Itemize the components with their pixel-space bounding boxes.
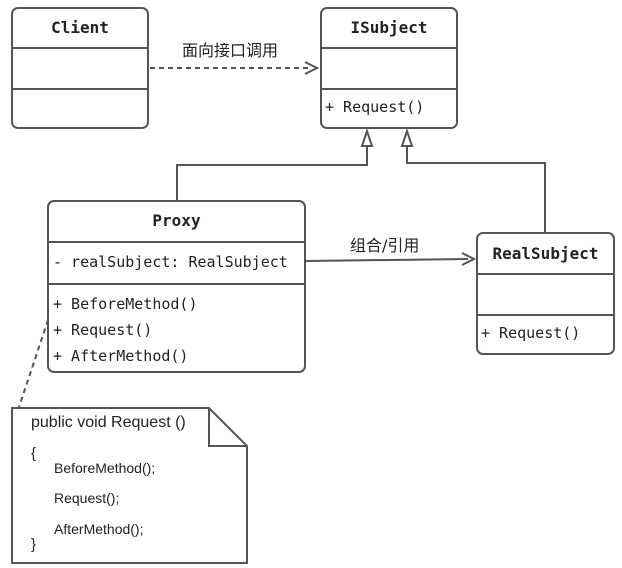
client-class-name: Client (13, 9, 147, 49)
isubject-method: + Request() (325, 98, 425, 116)
realsubject-class: RealSubject + Request() (476, 232, 615, 355)
code-note-shape (11, 407, 248, 564)
association-line (305, 258, 469, 262)
proxy-class-name: Proxy (49, 202, 304, 243)
realsubject-method: + Request() (481, 324, 581, 342)
realsubject-methods-compartment: + Request() (478, 316, 613, 353)
association-arrowhead-icon (461, 252, 477, 266)
proxy-method: + BeforeMethod() (53, 295, 198, 313)
proxy-methods-compartment: + BeforeMethod() + Request() + AfterMeth… (49, 285, 304, 371)
note-open-brace: { (31, 445, 37, 462)
realsubject-attributes-compartment (478, 275, 613, 316)
proxy-realization-line (176, 146, 368, 200)
isubject-methods-compartment: + Request() (322, 90, 456, 127)
proxy-method: + Request() (53, 321, 153, 339)
proxy-attribute: - realSubject: RealSubject (53, 253, 288, 271)
client-isubject-relation-label: 面向接口调用 (182, 41, 279, 60)
isubject-interface: ISubject + Request() (320, 7, 458, 129)
client-attributes-compartment (13, 49, 147, 90)
proxy-class: Proxy - realSubject: RealSubject + Befor… (47, 200, 306, 373)
proxy-realization-arrowhead-icon (360, 127, 374, 147)
proxy-realsubject-relation-label: 组合/引用 (350, 236, 420, 255)
note-close-brace: } (31, 536, 37, 553)
realsubject-realization-line (406, 146, 546, 232)
client-methods-compartment (13, 90, 147, 127)
note-signature: public void Request () (31, 414, 186, 431)
note-body-line: Request(); (54, 490, 120, 506)
note-fold-icon (208, 408, 247, 447)
proxy-method: + AfterMethod() (53, 347, 189, 365)
isubject-attributes-compartment (322, 49, 456, 90)
note-anchor-line (18, 319, 49, 408)
isubject-class-name: ISubject (322, 9, 456, 49)
realsubject-class-name: RealSubject (478, 234, 613, 275)
client-class: Client (11, 7, 149, 129)
dependency-arrowhead-icon (304, 61, 320, 75)
note-body-line: BeforeMethod(); (54, 460, 156, 476)
note-body-line: AfterMethod(); (54, 521, 144, 537)
proxy-attributes-compartment: - realSubject: RealSubject (49, 243, 304, 285)
realsubject-realization-arrowhead-icon (400, 127, 414, 147)
